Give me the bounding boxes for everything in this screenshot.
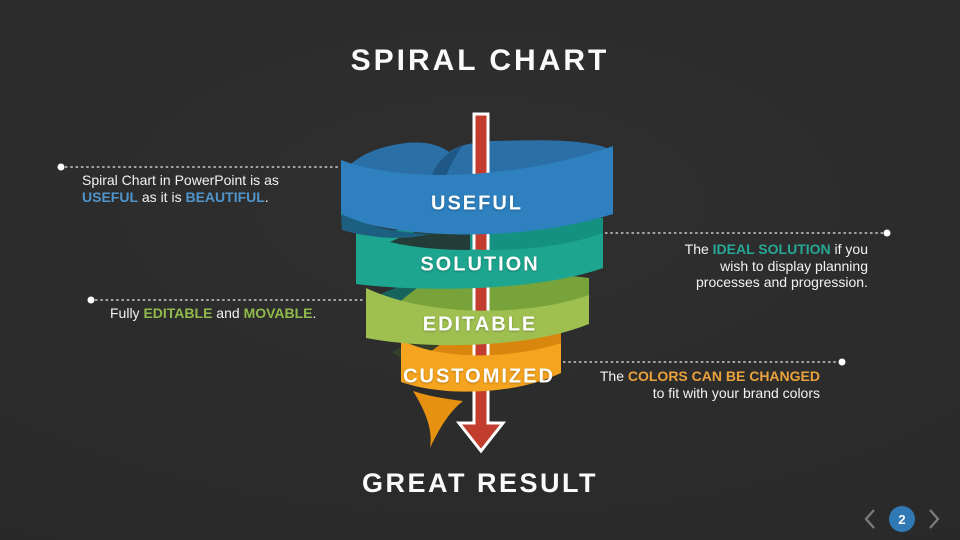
ribbon-customized-tail xyxy=(413,391,463,448)
callout-useful-line1: Spiral Chart in PowerPoint is as xyxy=(82,172,279,189)
callout-useful-line2: USEFUL as it is BEAUTIFUL. xyxy=(82,189,279,206)
callout-customized-line1: The COLORS CAN BE CHANGED xyxy=(600,368,820,385)
callout-solution-line2: wish to display planning xyxy=(720,257,868,274)
callout-solution-post: if you xyxy=(830,241,868,257)
ribbon-useful-front xyxy=(341,146,613,235)
callout-editable-end: . xyxy=(312,305,317,321)
callout-solution-pre: The xyxy=(684,241,713,257)
page-navigation: 2 xyxy=(864,506,940,532)
callout-useful-text: Spiral Chart in PowerPoint is as xyxy=(82,172,279,188)
callout-useful: Spiral Chart in PowerPoint is as USEFUL … xyxy=(82,172,279,206)
funnel-label-customized: CUSTOMIZED xyxy=(403,365,555,388)
funnel-label-useful: USEFUL xyxy=(431,192,523,215)
callout-customized-line2: to fit with your brand colors xyxy=(652,385,820,401)
leader-dot-useful xyxy=(57,163,65,171)
leader-dot-customized xyxy=(838,358,846,366)
funnel-label-editable: EDITABLE xyxy=(422,313,538,336)
callout-editable-mid: and xyxy=(212,305,244,321)
callout-solution: The IDEAL SOLUTION if you wish to displa… xyxy=(685,241,868,291)
callout-solution-line1: The IDEAL SOLUTION if you xyxy=(685,241,868,258)
page-number-badge[interactable]: 2 xyxy=(889,506,915,532)
callout-useful-mid: as it is xyxy=(138,189,186,205)
ribbon-useful-fold xyxy=(432,146,462,184)
callout-customized-pre: The xyxy=(599,368,628,384)
callout-editable: Fully EDITABLE and MOVABLE. xyxy=(110,305,316,322)
callout-useful-accent1: USEFUL xyxy=(82,189,138,205)
callout-editable-accent1: EDITABLE xyxy=(143,305,213,321)
next-page-icon[interactable] xyxy=(928,508,940,530)
callout-editable-accent2: MOVABLE xyxy=(243,305,313,321)
leader-dot-editable xyxy=(87,296,95,304)
callout-customized-accent: COLORS CAN BE CHANGED xyxy=(627,368,820,384)
callout-customized: The COLORS CAN BE CHANGED to fit with yo… xyxy=(600,368,820,402)
ribbon-editable-front xyxy=(366,288,589,346)
ribbon-useful-tail xyxy=(341,214,430,238)
callout-editable-pre: Fully xyxy=(110,305,144,321)
ribbon-solution-front xyxy=(356,222,603,289)
callout-solution-accent: IDEAL SOLUTION xyxy=(712,241,831,257)
result-label: GREAT RESULT xyxy=(362,468,598,498)
leader-dot-solution xyxy=(883,229,891,237)
funnel-label-solution: SOLUTION xyxy=(420,253,540,276)
callout-useful-end: . xyxy=(264,189,269,205)
callout-solution-line3: processes and progression. xyxy=(696,274,868,290)
ribbon-customized-front xyxy=(401,340,561,392)
page-title: SPIRAL CHART xyxy=(350,44,610,77)
callout-useful-accent2: BEAUTIFUL xyxy=(185,189,265,205)
prev-page-icon[interactable] xyxy=(864,508,876,530)
